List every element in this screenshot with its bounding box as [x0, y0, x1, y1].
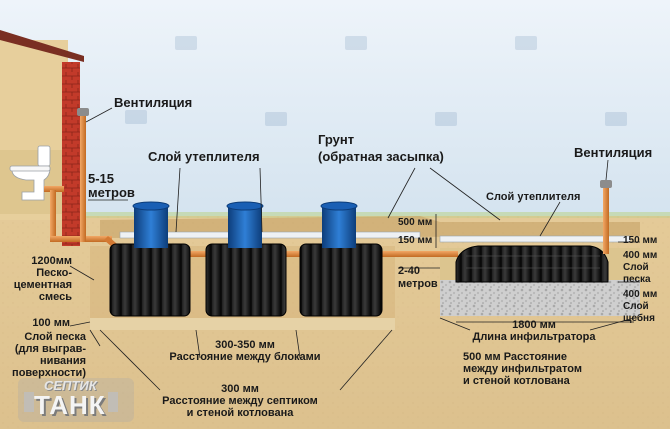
sand-100-label: 100 мм [32, 317, 70, 329]
distance-infiltrator-line1: 2-40 [398, 265, 421, 277]
infiltrator-gap-line3: и стеной котлована [463, 375, 570, 387]
infiltrator-gap-line1: 500 мм Расстояние [463, 351, 568, 363]
tank-2-neck [228, 206, 262, 248]
sand-layer-line1: Слой песка [24, 331, 86, 343]
septic-tank-3 [299, 201, 383, 317]
pipe-tank1-tank2 [188, 251, 210, 257]
right-400-gravel-line1: 400 мм [623, 289, 658, 300]
infiltrator-len-line2: Длина инфильтратора [472, 331, 596, 343]
right-400-sand-line3: песка [623, 274, 651, 285]
dim-150-mid-label: 150 мм [398, 235, 433, 246]
blocks-gap-line1: 300-350 мм [215, 339, 275, 351]
mix-line4: смесь [38, 291, 72, 303]
mix-line1: 1200мм [31, 255, 72, 267]
sky-background [0, 0, 670, 220]
pit-gap-line3: и стеной котлована [186, 407, 294, 419]
sand-layer-line2: (для выграв- [14, 343, 86, 355]
dim-500-label: 500 мм [398, 217, 433, 228]
distance-house-line2: метров [88, 185, 135, 200]
infiltrator-gravel-layer [440, 280, 640, 316]
vent-cap-icon [600, 180, 612, 188]
right-400-gravel-line2: Слой [623, 301, 649, 312]
tank-1-neck [134, 206, 168, 248]
insulation-layer-label-right: Слой утеплителя [486, 191, 581, 203]
pit-gap-line2: Расстояние между септиком [162, 395, 318, 407]
ventilation-left-label: Вентиляция [114, 95, 193, 110]
sand-layer-line4: поверхности) [12, 367, 86, 379]
mix-line3: цементная [13, 279, 72, 291]
pipe-tank2-tank3 [286, 251, 304, 257]
brand-logo: СЕПТИК ТАНК [14, 376, 134, 420]
blocks-gap-line2: Расстояние между блоками [169, 351, 321, 363]
brand-logo-line2: ТАНК [34, 390, 106, 420]
soil-label-line1: Грунт [318, 132, 355, 147]
vent-pipe-left [77, 108, 89, 242]
vent-cap-icon [77, 108, 89, 116]
soil-label-line2: (обратная засыпка) [318, 149, 444, 164]
tank-3-neck [322, 206, 356, 248]
septic-tank-2 [205, 201, 287, 317]
ventilation-right-label: Вентиляция [574, 145, 653, 160]
house-roof [0, 30, 84, 62]
sand-bed [90, 318, 395, 330]
brand-logo-line1: СЕПТИК [44, 378, 97, 393]
insulation-layer-right [439, 235, 631, 243]
septic-tank-1 [109, 201, 191, 317]
mix-line2: Песко- [36, 267, 72, 279]
toilet-icon [9, 145, 51, 201]
right-150-label: 150 мм [623, 235, 658, 246]
distance-house-line1: 5-15 [88, 171, 115, 186]
pipe-tank3-infiltrator [382, 251, 458, 257]
house-brick-column [62, 62, 80, 246]
right-400-sand-line1: 400 мм [623, 250, 658, 261]
infiltrator-gap-line2: между инфильтратом [463, 363, 582, 375]
leader-lines [69, 107, 640, 391]
insulation-layer-left [119, 231, 421, 239]
right-400-sand-line2: Слой [623, 262, 649, 273]
right-400-gravel-line3: щебня [623, 313, 655, 324]
distance-infiltrator-line2: метров [398, 278, 438, 290]
vent-pipe-right [600, 180, 612, 254]
infiltrator-len-line1: 1800 мм [512, 319, 556, 331]
insulation-layer-label-left: Слой утеплителя [148, 149, 260, 164]
sand-layer-line3: нивания [40, 355, 86, 367]
logo-emblem-icon [18, 378, 134, 422]
pit-gap-line1: 300 мм [221, 383, 259, 395]
infiltrator [455, 245, 609, 283]
